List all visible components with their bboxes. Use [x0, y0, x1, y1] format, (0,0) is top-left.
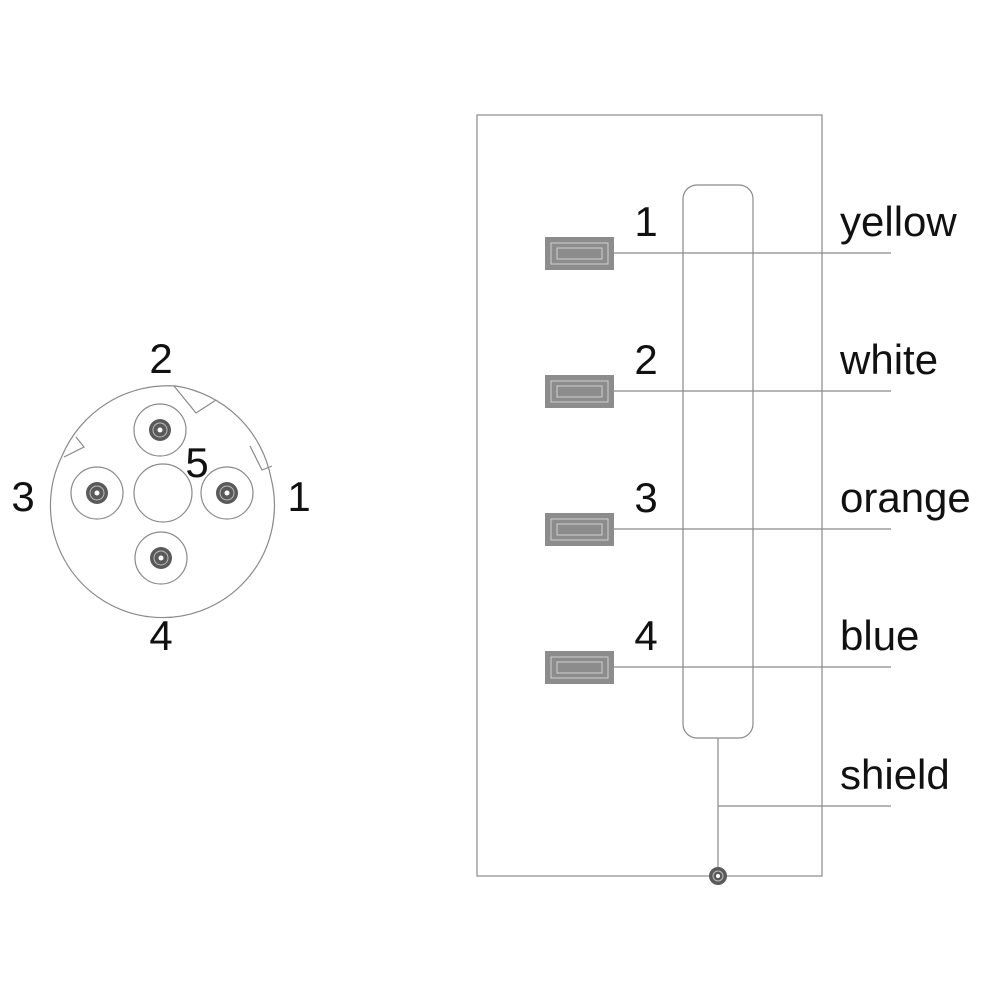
pin-2-socket	[133, 403, 187, 457]
housing-outline	[476, 114, 823, 877]
contact-4	[545, 651, 614, 684]
coding-notch-left	[63, 436, 85, 458]
contact-2	[545, 375, 614, 408]
wire-color-label-1: yellow	[840, 198, 957, 245]
contact-3	[545, 513, 614, 546]
wire-color-label-2: white	[839, 336, 938, 383]
wiring-schematic: 1 2 3 4 yellow white orange blue shield	[476, 114, 971, 885]
pin-3-socket	[70, 466, 124, 520]
connector-face: 2 3 1 4 5	[11, 335, 310, 659]
pin-4-socket	[134, 531, 188, 585]
connector-pin-label-1: 1	[287, 473, 310, 520]
connector-pin-label-5: 5	[185, 439, 208, 486]
shield-label: shield	[840, 751, 950, 798]
wire-color-label-4: blue	[840, 612, 919, 659]
shield-ground-terminal	[709, 867, 727, 885]
coding-notch-right	[249, 445, 273, 471]
connector-pin-label-2: 2	[149, 335, 172, 382]
pin-5-socket	[133, 463, 193, 523]
wire-color-label-3: orange	[840, 474, 971, 521]
wire-pin-number-4: 4	[634, 612, 657, 659]
contact-1	[545, 237, 614, 270]
connector-pin-label-3: 3	[11, 473, 34, 520]
coding-notch-top	[173, 385, 217, 414]
wire-pin-number-2: 2	[634, 336, 657, 383]
connector-pin-label-4: 4	[149, 612, 172, 659]
wire-pin-number-1: 1	[634, 198, 657, 245]
pin-1-socket	[200, 466, 254, 520]
wire-pin-number-3: 3	[634, 474, 657, 521]
cable-shield-sheath	[682, 184, 754, 739]
connector-body-outline	[49, 385, 276, 619]
